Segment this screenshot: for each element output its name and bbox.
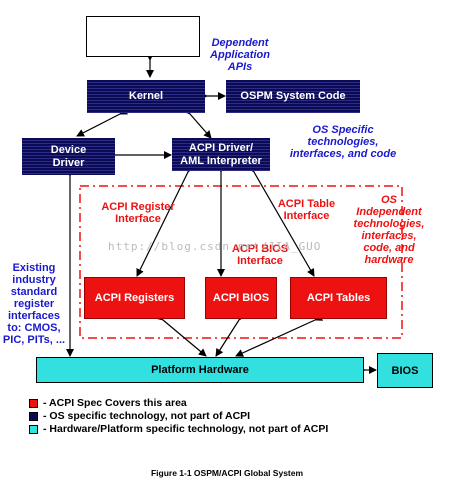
os-independent-label: OS Independent technologies, interfaces,… xyxy=(353,194,425,266)
legend-text-acpi: - ACPI Spec Covers this area xyxy=(43,397,187,409)
legend-item-os: - OS specific technology, not part of AC… xyxy=(29,410,250,422)
acpi-driver-box: ACPI Driver/ AML Interpreter xyxy=(172,138,270,171)
legend-swatch-navy xyxy=(29,411,38,421)
acpi-tables-box: ACPI Tables xyxy=(290,277,387,319)
acpi-bios-box: ACPI BIOS xyxy=(205,277,277,319)
arrow-acpidriver-registers xyxy=(136,163,195,277)
device-driver-box: Device Driver xyxy=(22,138,115,175)
acpi-tables-label: ACPI Tables xyxy=(306,292,371,304)
figure-caption: Figure 1-1 OSPM/ACPI Global System xyxy=(150,468,304,478)
ospm-system-code-box: OSPM System Code xyxy=(226,80,360,113)
kernel-label: Kernel xyxy=(128,90,164,102)
watermark: http://blog.csdn.net/JIA_GUO xyxy=(108,240,322,253)
dependent-apis-label: Dependent Application APIs xyxy=(210,37,270,73)
arrow-registers-platform xyxy=(155,312,207,357)
platform-hardware-box: Platform Hardware xyxy=(36,357,364,383)
bios-label: BIOS xyxy=(391,364,419,377)
os-specific-label: OS Specific technologies, interfaces, an… xyxy=(289,124,397,160)
acpi-registers-box: ACPI Registers xyxy=(84,277,185,319)
legend-text-hardware: - Hardware/Platform specific technology,… xyxy=(43,423,329,435)
arrow-tables-platform xyxy=(235,313,324,357)
acpi-register-interface-label: ACPI Register Interface xyxy=(101,201,175,225)
acpi-bios-label: ACPI BIOS xyxy=(212,292,270,304)
bios-box: BIOS xyxy=(377,353,433,388)
ospm-system-code-label: OSPM System Code xyxy=(240,90,346,102)
legend-text-os: - OS specific technology, not part of AC… xyxy=(43,410,251,422)
acpi-driver-label: ACPI Driver/ AML Interpreter xyxy=(180,141,262,167)
legend-item-hardware: - Hardware/Platform specific technology,… xyxy=(29,423,328,435)
existing-industry-label: Existing industry standard register inte… xyxy=(2,262,66,346)
device-driver-label: Device Driver xyxy=(50,143,87,169)
acpi-table-interface-label: ACPI Table Interface xyxy=(277,198,336,222)
application-box xyxy=(86,16,200,57)
arrow-kernel-acpidriver xyxy=(182,106,212,139)
kernel-box: Kernel xyxy=(87,80,205,113)
arrow-acpidriver-tables xyxy=(247,163,315,277)
legend-swatch-red xyxy=(29,398,38,408)
acpi-bios-interface-label: ACPI BIOS Interface xyxy=(231,243,289,267)
acpi-registers-label: ACPI Registers xyxy=(94,292,175,304)
platform-hardware-label: Platform Hardware xyxy=(151,364,249,376)
arrow-kernel-device xyxy=(76,107,129,137)
legend-swatch-cyan xyxy=(29,424,38,434)
legend-item-acpi: - ACPI Spec Covers this area xyxy=(29,397,187,409)
